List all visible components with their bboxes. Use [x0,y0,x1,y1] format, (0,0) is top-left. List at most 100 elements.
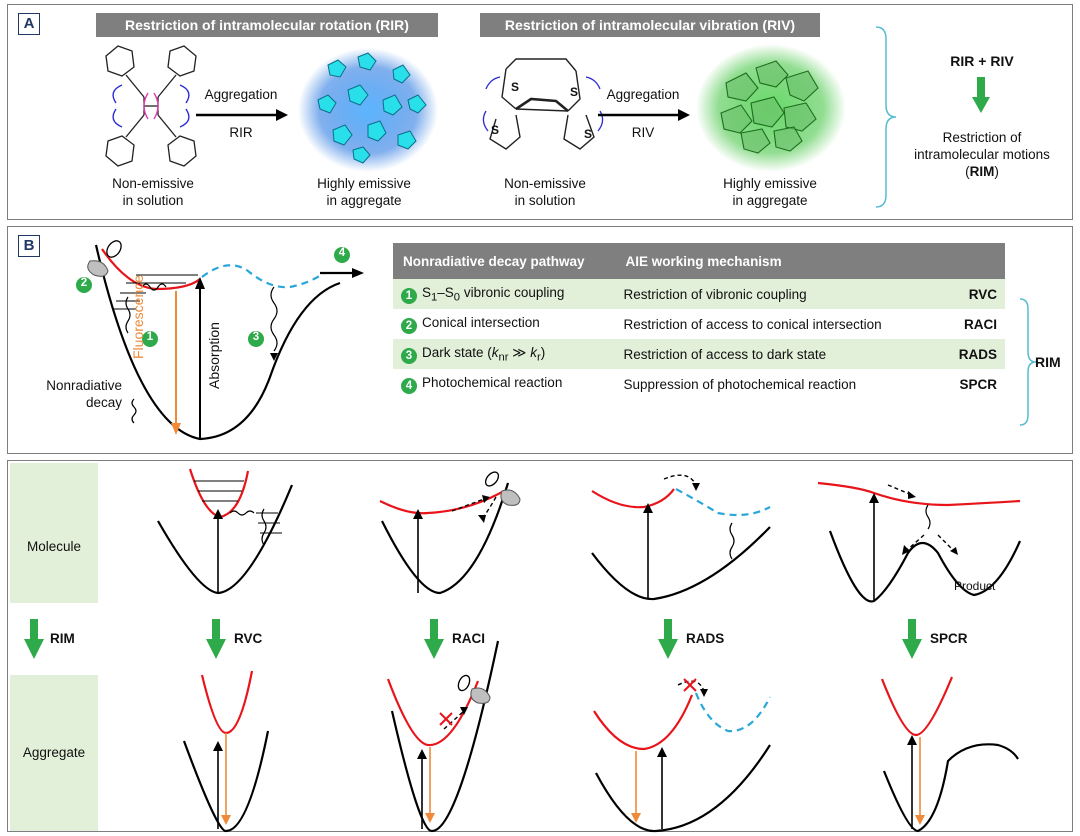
row1-rest: vibronic coupling [460,284,565,300]
sulfur-label-4: S [584,127,593,141]
rir-arrow-top-label: Aggregation [204,87,278,102]
tpe-aggregate-caption-line1: Highly emissive [317,176,411,191]
sulfur-caption-line2: in solution [514,193,576,208]
riv-arrow [598,109,690,121]
arrow-label-rvc: RVC [234,631,263,646]
row2-text: Conical intersection [422,314,540,330]
row4-number: 4 [401,377,417,394]
tpe-molecule [105,45,197,167]
sulfur-aggregate-caption-line2: in aggregate [732,193,808,208]
row2-abbr: RACI [964,316,997,332]
marker-3: 3 [252,331,260,343]
rir-riv-sum-label: RIR + RIV [950,53,1014,69]
tpe-caption: Non-emissive in solution [88,175,218,209]
row1-abbr: RVC [928,279,1005,309]
riv-header: Restriction of intramolecular vibration … [480,13,820,37]
row3-k2sub: r [536,351,541,364]
rim-open-paren: ( [965,164,970,179]
rim-abbreviation: RIM [969,164,995,179]
nonradiative-legend-line2: decay [85,395,122,410]
panel-a: A Restriction of intramolecular rotation… [7,4,1073,220]
row2-mechanism: Restriction of access to conical interse… [623,316,882,332]
table-row: 4 Photochemical reaction Suppression of p… [393,369,1005,399]
sulfur-aggregate-caption-line1: Highly emissive [723,176,817,191]
marker-2: 2 [80,277,88,289]
sulfur-label-3: S [491,123,500,137]
row4-text: Photochemical reaction [422,374,563,390]
row1-sub1: 1 [431,291,438,304]
row4-pathway: 4 Photochemical reaction [393,369,616,399]
riv-arrow-bottom-label: RIV [631,125,655,140]
arrow-label-spcr: SPCR [930,631,968,646]
aggregate-label: Aggregate [22,745,86,760]
row2-pathway: 2 Conical intersection [393,309,616,339]
product-label: Product [954,579,996,593]
rim-definition-line2: intramolecular motions [914,147,1050,162]
row1-mechanism: Restriction of vibronic coupling [615,279,929,309]
row4-abbr: SPCR [959,376,997,392]
header-pathway: Nonradiative decay pathway [393,243,616,279]
arrow-label-rim: RIM [50,631,75,646]
tpe-aggregate-caption: Highly emissive in aggregate [294,175,434,209]
row3-op: ≫ [508,344,531,360]
row3-abbr: RADS [928,339,1005,369]
marker-4: 4 [338,247,346,259]
row1-s0: –S [437,284,454,300]
row1-number: 1 [401,287,417,304]
mechanism-table: Nonradiative decay pathway AIE working m… [393,243,1005,399]
rir-header: Restriction of intramolecular rotation (… [96,13,438,37]
aggregate-row-box [10,675,98,831]
sulfur-label-2: S [570,85,579,99]
row3-a: Dark state ( [422,344,492,360]
row3-k1sub: nr [498,351,509,364]
tpe-aggregate-caption-line2: in aggregate [326,193,402,208]
molecule-label: Molecule [26,539,82,554]
sulfur-aggregate-caption: Highly emissive in aggregate [698,175,842,209]
arrow-label-rads: RADS [686,631,725,646]
row2-number: 2 [401,317,417,334]
sulfur-label-1: S [511,80,520,94]
marker-1: 1 [146,331,154,343]
tpe-caption-line1: Non-emissive [112,176,194,191]
rim-definition: Restriction of intramolecular motions (R… [902,129,1062,180]
sulfur-caption: Non-emissive in solution [480,175,610,209]
sum-down-arrow [972,77,990,113]
sulfur-molecule [482,58,604,150]
arrow-label-raci: RACI [452,631,485,646]
table-header-row: Nonradiative decay pathway AIE working m… [393,243,1005,279]
header-abbr [928,243,1005,279]
tpe-caption-line2: in solution [122,193,184,208]
row4-mechanism: Suppression of photochemical reaction [623,376,857,392]
nonradiative-decay-legend: Nonradiative decay [22,377,122,411]
tpe-aggregate-glow [298,48,438,172]
rir-arrow [196,109,288,121]
sulfur-aggregate-glow [696,44,846,172]
rim-definition-line1: Restriction of [942,130,1022,145]
fluorescence-label: Fluorescence [130,274,146,359]
panel-c: C Molecule Aggregate [7,460,1073,833]
row3-mechanism: Restriction of access to dark state [615,339,929,369]
rim-definition-line3: (RIM) [902,163,1062,180]
panel-b-brace [1019,298,1037,426]
energy-diagrams-c [24,468,1022,833]
molecule-row-box [10,463,98,603]
rim-label-b: RIM [1035,354,1061,370]
rir-arrow-bottom-label: RIR [229,125,253,140]
table-row: 2 Conical intersection Restriction of acc… [393,309,1005,339]
energy-diagram-b [76,240,364,441]
riv-arrow-top-label: Aggregation [606,87,680,102]
absorption-label: Absorption [206,322,222,389]
panel-a-tag: A [18,13,40,35]
rim-close-paren: ) [994,164,999,179]
panel-a-brace [875,26,897,208]
nonradiative-legend-line1: Nonradiative [46,378,122,393]
row1-sub0: 0 [453,291,461,304]
sulfur-caption-line1: Non-emissive [504,176,586,191]
row3-number: 3 [401,347,417,364]
row3-k1: k [491,344,499,360]
row3-c: ) [540,344,546,360]
panel-b-tag: B [18,235,40,257]
